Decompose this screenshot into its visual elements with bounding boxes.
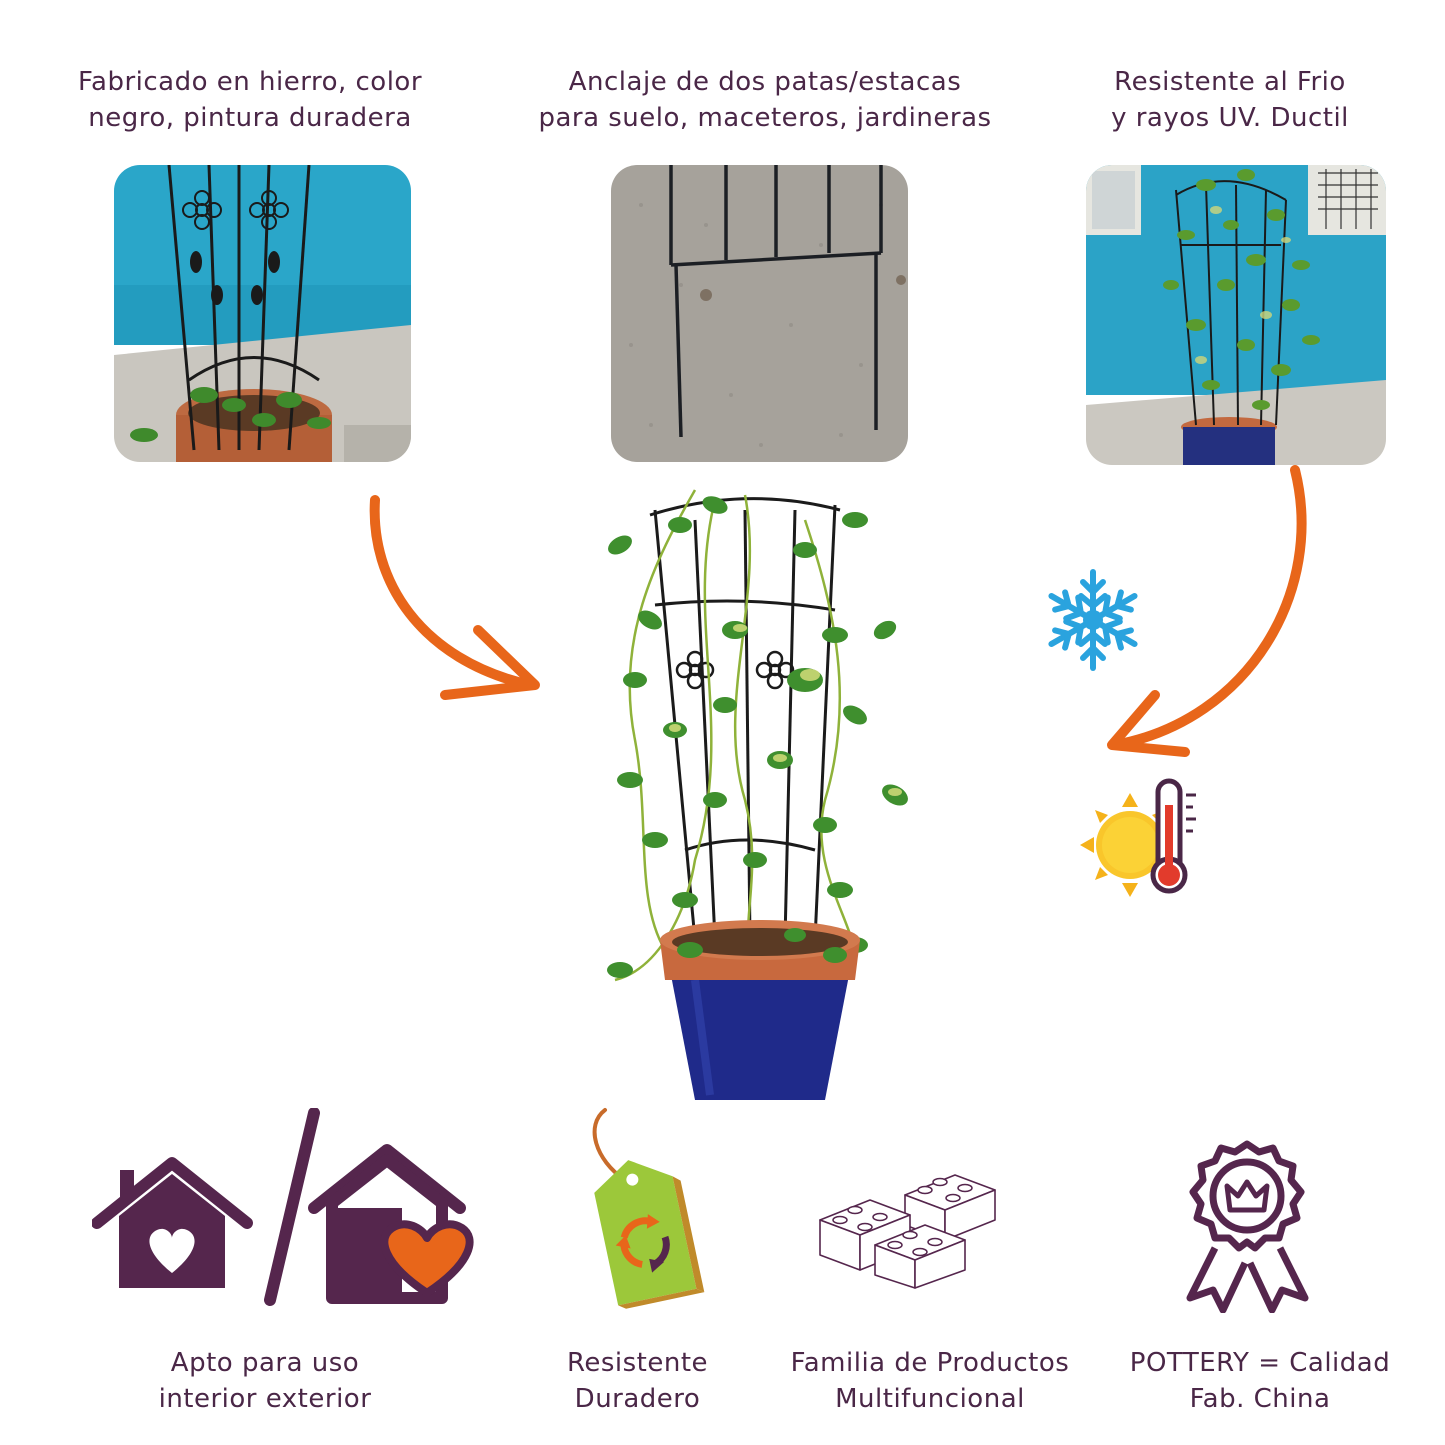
eco-tag-icon [570,1105,705,1315]
caption-product-family: Familia de Productos Multifuncional [790,1348,1070,1414]
photo-trellis-stakes [611,165,908,462]
photo-trellis-flowers [114,165,411,462]
caption-resistance: Resistente al Frio y rayos UV. Ductil [1111,67,1349,133]
caption-material: Fabricado en hierro, color negro, pintur… [77,67,423,133]
sun-thermometer-icon [1080,775,1210,910]
building-blocks-icon [815,1160,1000,1290]
caption-durable: Resistente Duradero [566,1348,709,1414]
product-trellis-with-plant [595,480,925,1110]
arrow-right-icon [1100,460,1320,760]
snowflake-icon [1040,567,1146,673]
quality-badge-icon [1175,1138,1320,1313]
photo-trellis-plant-wall [1086,165,1386,465]
caption-indoor-outdoor: Apto para uso interior exterior [158,1348,372,1414]
indoor-outdoor-house-icon [92,1108,477,1308]
arrow-left-icon [360,490,550,710]
caption-quality: POTTERY = Calidad Fab. China [1129,1348,1391,1414]
caption-anchoring: Anclaje de dos patas/estacas para suelo,… [538,67,992,133]
